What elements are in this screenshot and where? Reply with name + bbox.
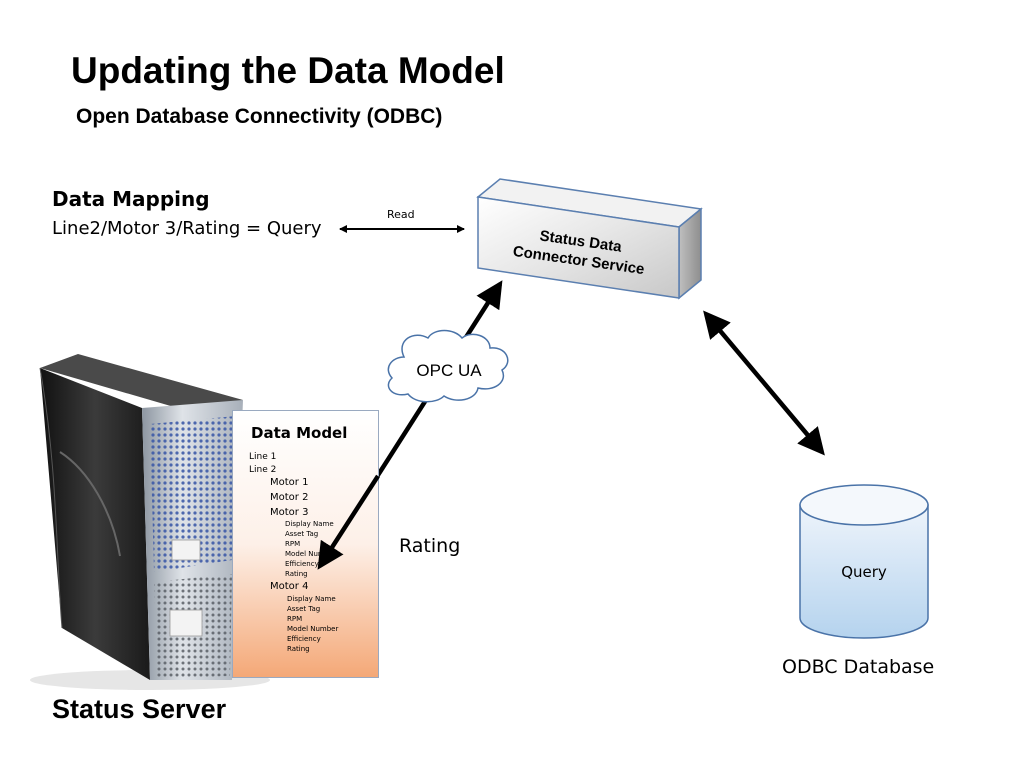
data-model-title: Data Model: [251, 424, 348, 442]
connector-service-box: Status Data Connector Service: [476, 178, 703, 300]
opc-ua-cloud: OPC UA: [387, 329, 509, 403]
data-mapping-text: Line2/Motor 3/Rating = Query: [52, 218, 322, 239]
data-model-attribute: Model Number: [287, 625, 339, 633]
read-arrow-label: Read: [387, 208, 415, 221]
data-model-attribute: RPM: [285, 540, 301, 548]
status-server-label: Status Server: [52, 694, 227, 724]
odbc-database-label: ODBC Database: [782, 656, 935, 678]
data-model-attribute: Efficiency: [285, 560, 319, 568]
data-model-attribute: Efficiency: [287, 635, 321, 643]
data-model-attribute: Asset Tag: [285, 530, 319, 538]
odbc-database-cylinder: Query: [799, 484, 929, 639]
opc-ua-label: OPC UA: [416, 361, 482, 380]
data-model-attribute: Asset Tag: [287, 605, 321, 613]
data-model-attribute: RPM: [287, 615, 303, 623]
server-tower-icon: [30, 354, 270, 690]
data-model-attribute: Display Name: [285, 520, 334, 528]
data-model-attribute: Model Number: [285, 550, 337, 558]
rating-label: Rating: [399, 535, 461, 557]
data-model-motor: Motor 1: [270, 477, 309, 488]
data-model-attribute: Rating: [287, 645, 310, 653]
slide-title: Updating the Data Model: [71, 50, 505, 91]
data-model-line-item: Line 1: [249, 452, 277, 462]
connector-database-arrow: [703, 310, 825, 456]
data-model-motor: Motor 4: [270, 581, 309, 592]
data-model-panel: Data Model Line 1 Line 2 Motor 1 Motor 2…: [232, 410, 379, 678]
data-mapping-heading: Data Mapping: [52, 187, 210, 211]
data-model-attribute: Rating: [285, 570, 308, 578]
database-query-label: Query: [841, 563, 887, 581]
data-model-line-item: Line 2: [249, 465, 277, 475]
data-model-attribute: Display Name: [287, 595, 336, 603]
data-model-motor: Motor 3: [270, 507, 309, 518]
slide-subtitle: Open Database Connectivity (ODBC): [76, 105, 443, 128]
data-model-motor: Motor 2: [270, 492, 309, 503]
